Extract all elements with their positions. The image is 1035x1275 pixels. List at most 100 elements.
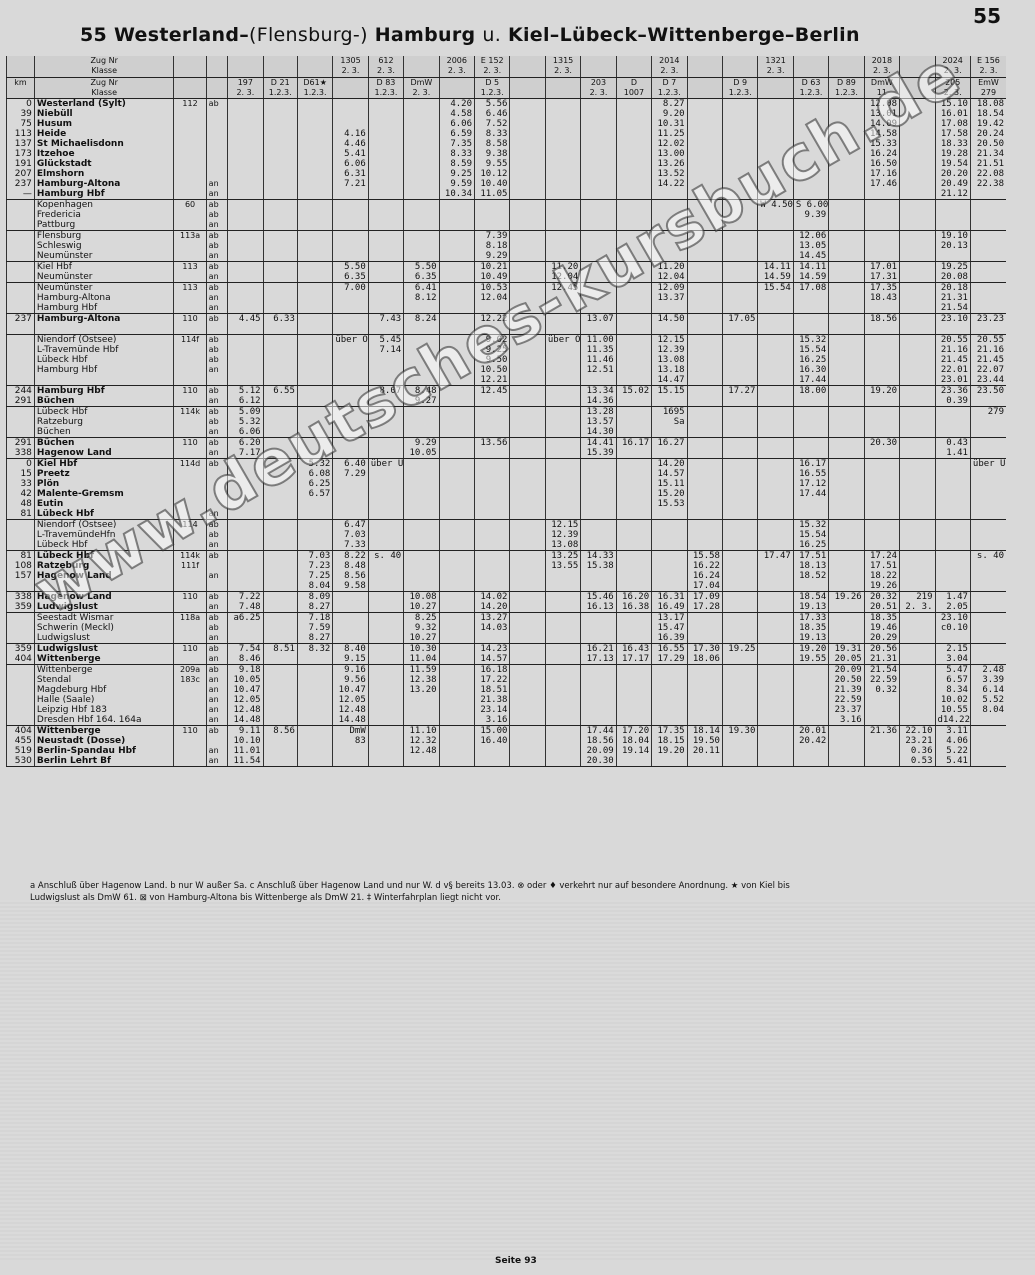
time-cell: s. 40: [969, 550, 1006, 592]
title-conj: u.: [482, 24, 502, 46]
time-cell: [651, 519, 688, 551]
header-cell: D 7 1.2.3.: [651, 77, 688, 99]
dep-arr-cell: ab an: [205, 458, 228, 520]
time-cell: [509, 437, 546, 459]
time-cell: [296, 282, 333, 314]
time-cell: [296, 230, 333, 262]
time-cell: 11.00 11.35 11.46 12.51: [580, 334, 617, 386]
header-cell: Zug Nr Klasse: [33, 77, 174, 99]
time-cell: 11.10 12.32 12.48: [403, 725, 440, 767]
time-cell: 7.00: [332, 282, 369, 314]
time-cell: [544, 458, 581, 520]
time-cell: [367, 437, 404, 459]
time-cell: [721, 550, 758, 592]
time-cell: [969, 261, 1006, 283]
time-cell: [367, 230, 404, 262]
time-cell: 14.20 14.57 15.11 15.20 15.53: [651, 458, 688, 520]
time-cell: 6.40 7.29: [332, 458, 369, 520]
dep-arr-cell: ab: [205, 313, 228, 335]
time-cell: 12.22: [474, 313, 510, 335]
time-cell: 7.54 8.46: [227, 643, 264, 665]
time-cell: über Oldesloe: [332, 334, 369, 386]
time-cell: [899, 282, 935, 314]
time-cell: [899, 664, 935, 726]
time-cell: 8.48 9.27: [403, 385, 440, 407]
time-cell: 18.14 19.50 20.11: [686, 725, 723, 767]
station-cell: Wittenberge Stendal Magdeburg Hbf Halle …: [33, 664, 174, 726]
time-cell: [686, 98, 723, 200]
time-cell: [332, 612, 369, 644]
time-cell: [721, 230, 758, 262]
header-cell: D 9 1.2.3.: [721, 77, 758, 99]
time-cell: [296, 98, 333, 200]
time-cell: [686, 406, 723, 438]
time-cell: [509, 406, 546, 438]
time-cell: [686, 334, 723, 386]
header-cell: [757, 77, 794, 99]
time-cell: [721, 98, 758, 200]
time-cell: 16.17: [615, 437, 652, 459]
time-cell: [509, 519, 546, 551]
route-table-cell: 112: [173, 98, 207, 200]
time-cell: 5.45 7.14: [367, 334, 404, 386]
time-cell: [296, 385, 333, 407]
time-cell: 8.07: [367, 385, 404, 407]
time-cell: 23.36 0.39: [934, 385, 971, 407]
header-cell: 2006 2. 3.: [438, 56, 475, 78]
time-cell: 6.47 7.03 7.33: [332, 519, 369, 551]
time-cell: [615, 230, 652, 262]
header-cell: EmW 279: [969, 77, 1006, 99]
header-cell: D 89 1.2.3.: [828, 77, 865, 99]
time-cell: 7.18 7.59 8.27: [296, 612, 333, 644]
time-cell: 4.45: [227, 313, 264, 335]
time-cell: [332, 437, 369, 459]
station-cell: Hagenow Land Ludwigslust: [33, 591, 174, 613]
km-cell: [6, 406, 35, 438]
time-cell: 17.01 17.31: [863, 261, 900, 283]
time-cell: [899, 643, 935, 665]
time-cell: 12.06 13.05 14.45: [792, 230, 829, 262]
time-cell: 5.32 6.08 6.25 6.57: [296, 458, 333, 520]
time-cell: 8.27 9.20 10.31 11.25 12.02 13.00 13.26 …: [651, 98, 688, 200]
time-cell: [721, 199, 758, 231]
time-cell: 17.20 18.04 19.14: [615, 725, 652, 767]
time-cell: [792, 406, 829, 438]
time-cell: [934, 458, 971, 520]
km-cell: [6, 261, 35, 283]
time-cell: 13.34 14.36: [580, 385, 617, 407]
time-cell: 7.43: [367, 313, 404, 335]
time-cell: 5.09 5.32 6.06: [227, 406, 264, 438]
time-cell: [757, 725, 794, 767]
time-cell: über Uelzen: [969, 458, 1006, 520]
time-cell: 11.59 12.38 13.20: [403, 664, 440, 726]
time-cell: 16.43 17.17: [615, 643, 652, 665]
route-table-cell: 110: [173, 591, 207, 613]
station-cell: Kiel Hbf Neumünster: [33, 261, 174, 283]
time-cell: [828, 519, 865, 551]
time-cell: [262, 550, 298, 592]
time-cell: [686, 313, 723, 335]
time-cell: 5.47 6.57 8.34 10.02 10.55 d14.22: [934, 664, 971, 726]
route-table-cell: 110: [173, 437, 207, 459]
time-cell: [934, 550, 971, 592]
time-cell: [828, 230, 865, 262]
time-cell: 17.35 18.43: [863, 282, 900, 314]
time-cell: [544, 612, 581, 644]
header-cell: 205 2. 3.: [934, 77, 971, 99]
time-cell: [262, 406, 298, 438]
header-cell: [899, 77, 935, 99]
time-cell: [296, 519, 333, 551]
station-cell: Hamburg-Altona: [33, 313, 174, 335]
dep-arr-cell: ab ab ab an: [205, 334, 228, 386]
time-cell: [580, 261, 617, 283]
time-cell: [227, 282, 264, 314]
time-cell: [828, 406, 865, 438]
time-cell: [296, 261, 333, 283]
dep-arr-cell: ab an: [205, 643, 228, 665]
time-cell: [509, 591, 546, 613]
footnotes: a Anschluß über Hagenow Land. b nur W au…: [30, 880, 1010, 904]
header-cell: [899, 56, 935, 78]
time-cell: 1.47 2.05: [934, 591, 971, 613]
